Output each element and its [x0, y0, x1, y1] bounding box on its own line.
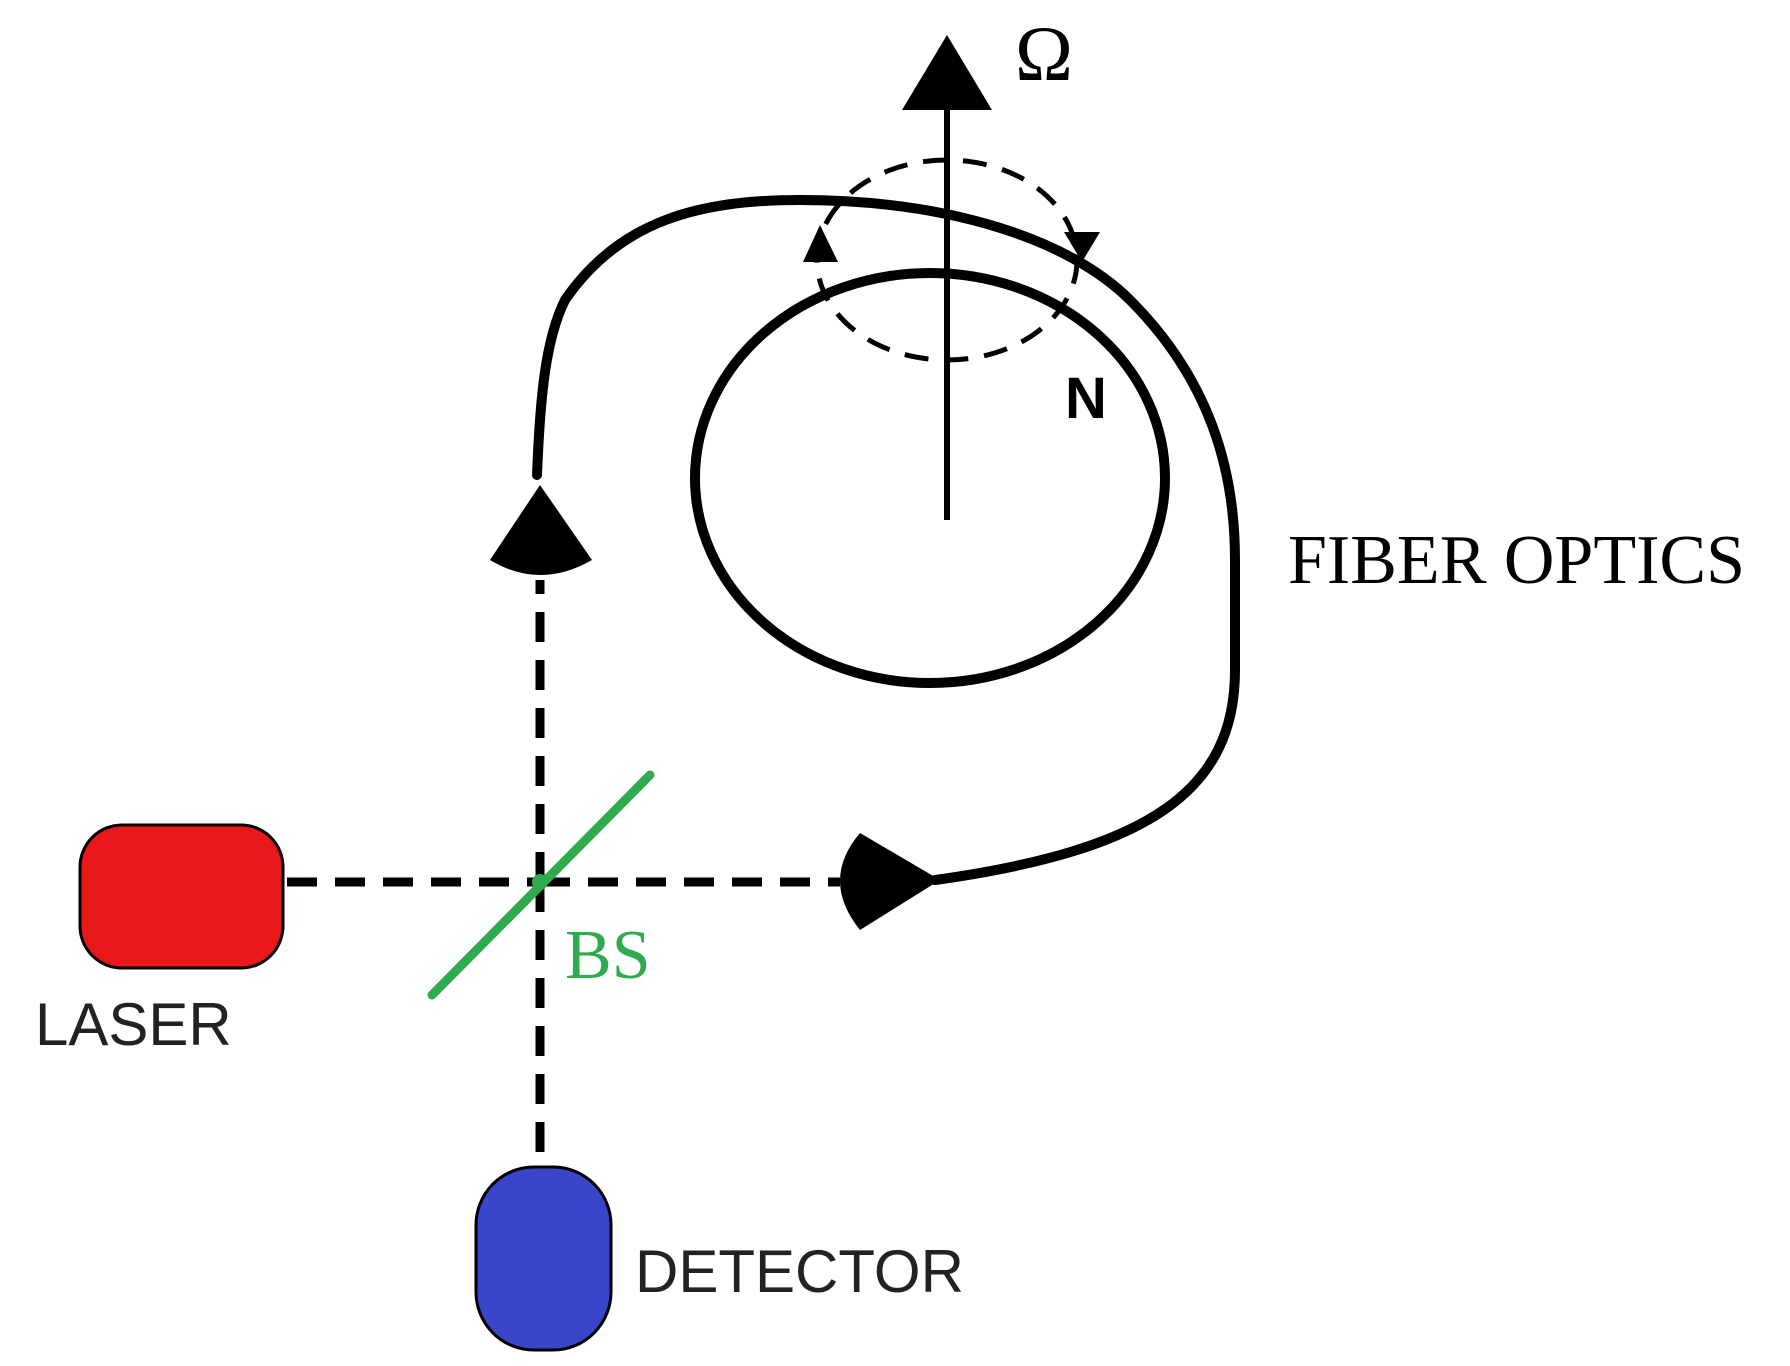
laser-source: [78, 823, 285, 970]
beam-splitter-center-dot: [532, 874, 548, 890]
omega-label: Ω: [1015, 10, 1073, 97]
beam-splitter-label: BS: [565, 917, 651, 994]
top-fiber-coupler: [490, 485, 592, 575]
rotation-arrowhead-left: [803, 225, 838, 262]
fiber-coil-loop: [690, 268, 1170, 688]
right-fiber-coupler: [840, 833, 940, 930]
rotation-arrowhead-right: [1064, 232, 1100, 262]
n-label: N: [1065, 366, 1107, 431]
detector: [474, 1165, 613, 1352]
fiber-outer-path: [532, 194, 1240, 885]
detector-label: DETECTOR: [635, 1238, 964, 1305]
rotation-axis-arrowhead: [902, 35, 992, 110]
fiber-optics-label: FIBER OPTICS: [1288, 522, 1745, 599]
laser-label: LASER: [35, 991, 232, 1058]
